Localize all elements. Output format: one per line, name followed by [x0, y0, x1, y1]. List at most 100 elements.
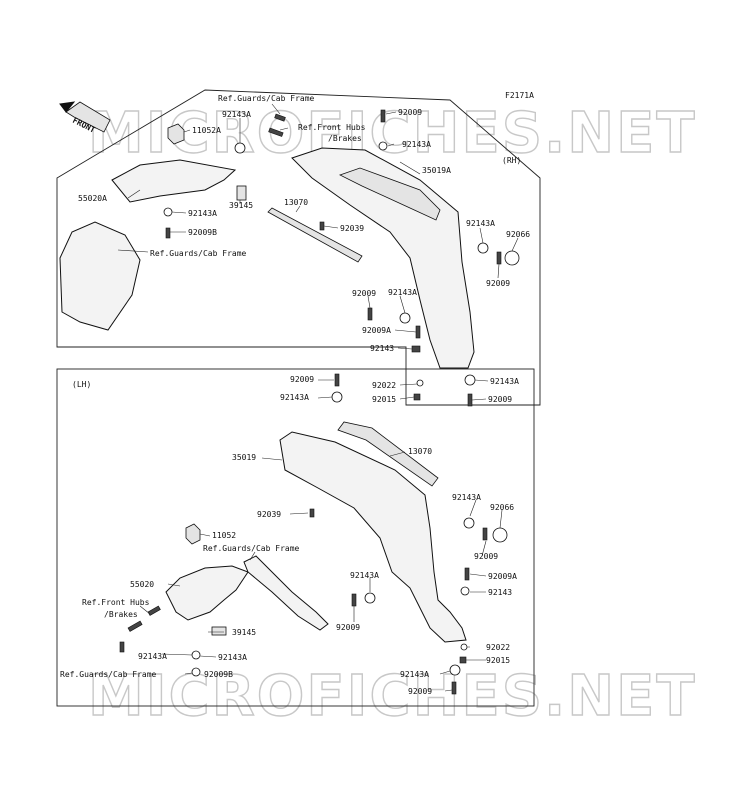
lh-block-39145	[211, 626, 227, 636]
rh-callout: 92066	[506, 230, 530, 239]
lh-panel-frame	[56, 368, 535, 707]
lh-washer-icon	[460, 643, 468, 651]
watermark-bottom: MICROFICHES.NET	[88, 664, 697, 729]
lh-callout: Ref.Guards/Cab Frame	[60, 670, 157, 679]
lh-grommet-icon	[191, 650, 201, 660]
rh-callout: 55020A	[78, 194, 107, 203]
rh-callout: 92143A	[188, 209, 217, 218]
lh-callout: 92015	[486, 656, 510, 665]
rh-bolt-icon	[367, 307, 373, 321]
lh-grommet-icon	[191, 667, 201, 677]
lh-callout: 92143	[488, 588, 512, 597]
lh-bolt-icon	[351, 593, 357, 607]
lh-side-label: (LH)	[72, 380, 91, 389]
rh-callout: 92009	[486, 279, 510, 288]
rh-strip-icon	[274, 113, 286, 122]
rh-washer-icon	[416, 379, 424, 387]
lh-callout: 92066	[490, 503, 514, 512]
lh-leader-lines	[139, 379, 503, 692]
lh-callout: 92022	[486, 643, 510, 652]
rh-step-13070	[267, 207, 363, 263]
rh-callout: 92143	[370, 344, 394, 353]
rh-cap-icon	[504, 250, 520, 266]
rh-callout: 92009B	[188, 228, 217, 237]
rh-leader-lines	[117, 103, 519, 401]
rh-callout: 92009	[398, 108, 422, 117]
lh-callout: 92009B	[204, 670, 233, 679]
lh-callout: 11052	[212, 531, 236, 540]
rh-bolt-icon	[496, 251, 502, 265]
lh-callout: 39145	[232, 628, 256, 637]
rh-grommet-icon	[378, 141, 388, 151]
lh-callout: Ref.Front Hubs	[82, 598, 150, 607]
rh-panel: Ref.Guards/Cab Frame 92143A 92009 11052A…	[56, 89, 541, 407]
watermark-top: MICROFICHES.NET	[88, 101, 697, 166]
lh-bolt-icon	[451, 681, 457, 695]
rh-callout: 92143A	[466, 219, 495, 228]
rh-callout: 92143A	[388, 288, 417, 297]
lh-callout: 92143A	[218, 653, 247, 662]
lh-inner-shield	[165, 565, 249, 621]
rh-callout: 39145	[229, 201, 253, 210]
rh-fender-vents	[338, 167, 441, 221]
rh-callout: 92009A	[362, 326, 391, 335]
rh-strip-icon	[268, 127, 284, 137]
rh-callout: /Brakes	[328, 134, 362, 143]
lh-callout: 55020	[130, 580, 154, 589]
rh-clip-icon	[319, 221, 325, 231]
rh-block-39145	[236, 185, 247, 201]
rh-bolt-icon	[380, 109, 386, 123]
rh-callout: Ref.Guards/Cab Frame	[218, 94, 315, 103]
rh-grommet-icon	[399, 312, 411, 324]
rh-bolt-icon	[165, 227, 171, 239]
rh-callout: 92022	[372, 381, 396, 390]
lh-callout: 13070	[408, 447, 432, 456]
rh-callout: 92143A	[222, 110, 251, 119]
lh-cap-icon	[492, 527, 508, 543]
lh-callout: /Brakes	[104, 610, 138, 619]
lh-callout: 92143A	[400, 670, 429, 679]
lh-step-13070	[337, 421, 439, 487]
lh-bolt-icon	[119, 641, 125, 653]
rh-callout: Ref.Front Hubs	[298, 123, 366, 132]
rh-grommet-icon	[464, 374, 476, 386]
lh-callout: 92009A	[488, 572, 517, 581]
rh-bracket-11052A	[167, 123, 185, 145]
lh-callout: 92143A	[280, 393, 309, 402]
rh-nut-icon	[411, 345, 421, 353]
rh-callout: 92015	[372, 395, 396, 404]
rh-callout: 92143A	[490, 377, 519, 386]
lh-callout: 92009	[474, 552, 498, 561]
rh-bolt-icon	[467, 393, 473, 407]
rh-grommet-icon	[163, 207, 173, 217]
lh-grommet-icon	[331, 391, 343, 403]
rh-callout: 35019A	[422, 166, 451, 175]
rh-grommet-icon	[234, 142, 246, 154]
rh-clip-icon	[413, 393, 421, 401]
lh-grommet-icon	[463, 517, 475, 529]
lh-callout: 92143A	[350, 571, 379, 580]
rh-callout: 92009	[488, 395, 512, 404]
lh-grommet-icon	[364, 592, 376, 604]
lh-callout: 92143A	[452, 493, 481, 502]
rh-callout: 13070	[284, 198, 308, 207]
lh-bolt-icon	[464, 567, 470, 581]
rh-callout: 92009	[352, 289, 376, 298]
lh-callout: 92039	[257, 510, 281, 519]
lh-strip-icon	[127, 620, 143, 632]
lh-fender-35019	[279, 431, 467, 643]
lh-bracket-11052	[185, 523, 201, 545]
lh-panel: (LH) 92009 92143A 13070 35019 92143A 920…	[56, 368, 535, 707]
rh-callout: Ref.Guards/Cab Frame	[150, 249, 247, 258]
lh-bolt-icon	[482, 527, 488, 541]
rh-grommet-icon	[477, 242, 489, 254]
lh-grommet-icon	[460, 586, 470, 596]
lh-callout: 92009	[290, 375, 314, 384]
lh-grommet-icon	[449, 664, 461, 676]
rh-inner-shield	[111, 159, 237, 203]
lh-callout: 92143A	[138, 652, 167, 661]
rh-callout: 92143A	[402, 140, 431, 149]
diagram-code: F2171A	[505, 91, 534, 100]
lh-strip-icon	[147, 605, 161, 616]
